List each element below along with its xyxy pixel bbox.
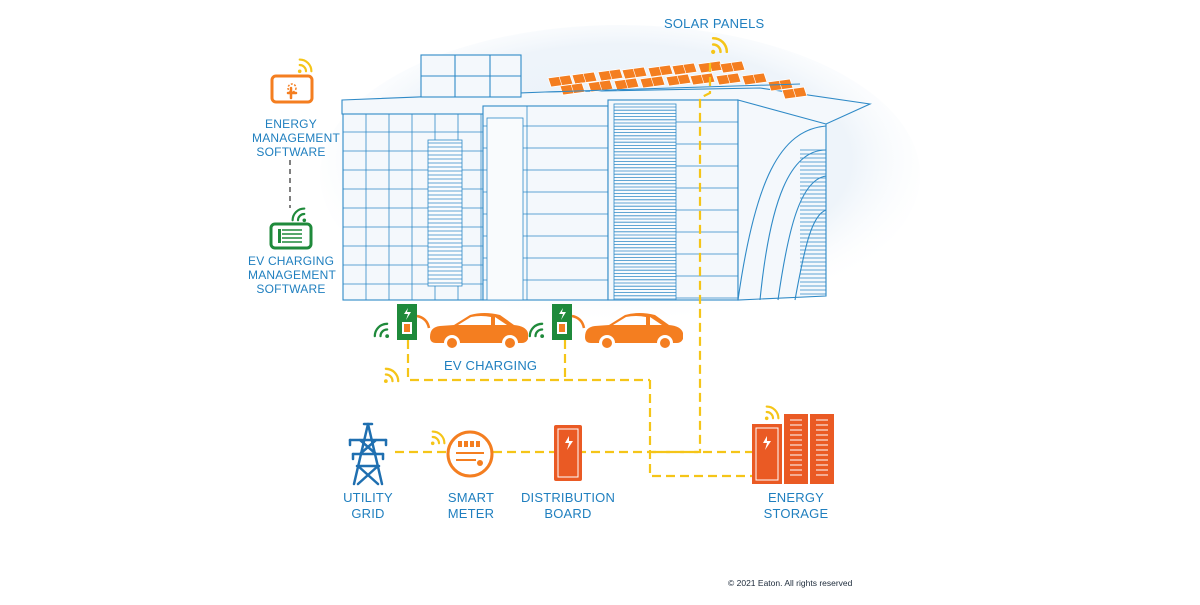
ev-charger-1-wifi-icon <box>373 322 390 339</box>
label-smart-meter: SMART METER <box>447 490 495 521</box>
battery-storage-icon <box>752 414 834 484</box>
meter-wifi-icon <box>430 430 446 446</box>
car-1-icon <box>430 313 528 351</box>
software-wifi-icon <box>297 58 313 74</box>
solar-panels <box>544 60 808 100</box>
line-storage <box>648 380 760 478</box>
touch-screen-icon <box>270 74 314 104</box>
label-utility-grid: UTILITY GRID <box>343 490 393 521</box>
ev-software-wifi-icon <box>291 207 307 223</box>
label-distribution-board: DISTRIBUTION BOARD <box>520 490 616 521</box>
storage-wifi-icon <box>764 405 780 421</box>
label-ev-charging-management: EV CHARGING MANAGEMENT SOFTWARE <box>248 254 337 296</box>
facade-lines <box>343 103 826 301</box>
copyright-text: © 2021 Eaton. All rights reserved <box>728 578 853 588</box>
solar-wifi-icon <box>711 36 729 54</box>
label-energy-storage: ENERGY STORAGE <box>763 490 829 521</box>
line-ev <box>406 340 650 382</box>
ev-charger-display-icon <box>269 222 313 250</box>
transmission-tower-icon <box>348 422 388 486</box>
ev-line-wifi-icon <box>383 367 400 384</box>
smart-meter-icon <box>446 430 494 478</box>
label-ev-charging: EV CHARGING <box>444 358 538 373</box>
label-energy-management: ENERGY MANAGEMENT SOFTWARE <box>252 117 341 159</box>
ev-charger-2-wifi-icon <box>528 322 545 339</box>
distribution-board-icon <box>554 425 582 481</box>
car-2-icon <box>585 313 683 351</box>
ev-charger-1-icon <box>397 304 431 340</box>
label-solar-panels: SOLAR PANELS <box>664 16 765 31</box>
ev-charger-2-icon <box>552 304 586 340</box>
